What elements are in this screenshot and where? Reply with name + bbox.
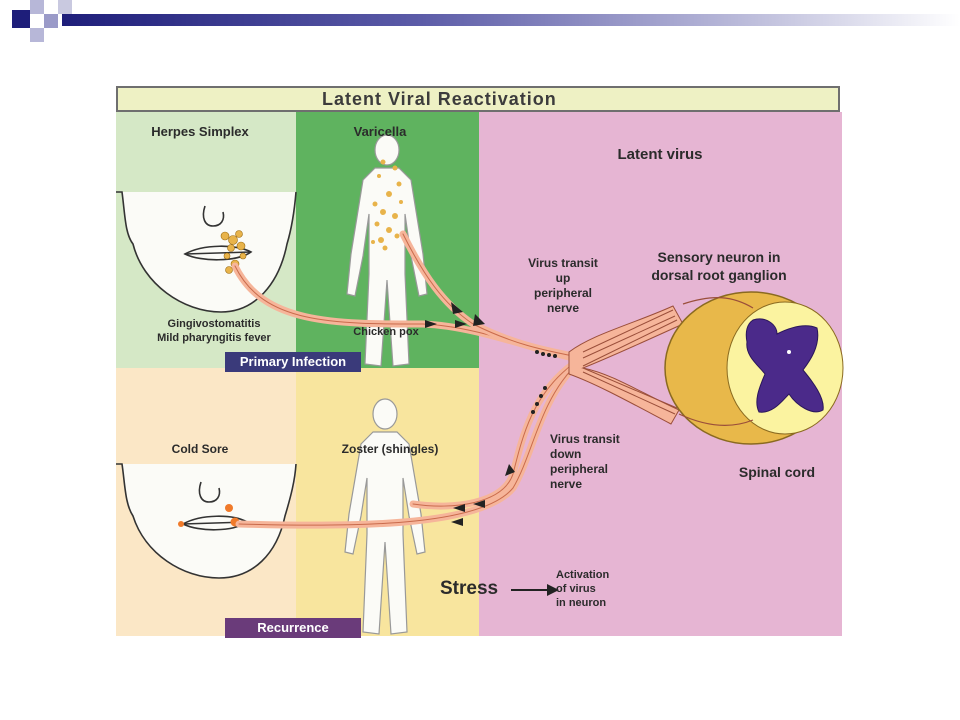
nerve-arrowheads [425, 302, 515, 526]
latent-viral-reactivation-figure: Primary Infection Recurrence [113, 84, 847, 638]
diagram-canvas [116, 112, 844, 636]
spinal-cord [664, 291, 844, 445]
transit-down-label: Virus transit down peripheral nerve [550, 432, 650, 492]
virions [531, 350, 557, 414]
stress-arrow [511, 584, 559, 596]
header-square [12, 10, 30, 28]
varicella-label: Varicella [353, 124, 407, 139]
face-primary [116, 191, 297, 323]
activation-line: Activation [556, 569, 610, 581]
header-square [44, 14, 58, 28]
sensory-neuron-label: Sensory neuron in dorsal root ganglion [626, 248, 812, 284]
cold-sore-label: Cold Sore [171, 442, 229, 456]
activation-label: Activation of virus in neuron [556, 568, 636, 610]
activation-line: of virus [556, 583, 596, 595]
slide-header-decoration [0, 0, 960, 50]
herpes-lesions [220, 230, 247, 274]
header-square [30, 0, 44, 14]
chicken-pox-label: Chicken pox [353, 326, 419, 338]
zoster-label: Zoster (shingles) [341, 442, 439, 456]
header-square [30, 28, 44, 42]
nerve-fibers [231, 230, 577, 529]
transit-up-line: Virus transit [528, 256, 598, 270]
spinal-cord-label: Spinal cord [738, 464, 816, 480]
recurrence-badge: Recurrence [225, 618, 361, 638]
sensory-neuron-line: Sensory neuron in [657, 249, 781, 265]
transit-down-line: peripheral [550, 462, 609, 476]
body-zoster [344, 398, 426, 635]
header-square [58, 0, 72, 14]
transit-down-line: Virus transit [550, 432, 620, 446]
transit-up-line: up [555, 271, 571, 285]
transit-up-line: nerve [546, 301, 580, 315]
latent-virus-label: Latent virus [617, 146, 703, 163]
figure-title: Latent Viral Reactivation [116, 86, 840, 112]
varicella-rash [371, 159, 403, 251]
header-gradient-bar [62, 14, 960, 26]
primary-infection-badge: Primary Infection [225, 352, 361, 372]
dorsal-root-ganglion [568, 305, 684, 425]
gingivostomatitis-label: Gingivostomatitis [167, 318, 261, 330]
transit-down-line: nerve [550, 477, 583, 491]
transit-up-label: Virus transit up peripheral nerve [508, 256, 618, 316]
activation-line: in neuron [556, 597, 607, 609]
mild-fever-label: Mild pharyngitis fever [157, 332, 271, 344]
herpes-simplex-label: Herpes Simplex [151, 124, 249, 139]
transit-down-line: down [550, 447, 582, 461]
sensory-neuron-line: dorsal root ganglion [651, 267, 787, 283]
face-recurrence [116, 463, 297, 584]
stress-label: Stress [440, 578, 499, 599]
transit-up-line: peripheral [533, 286, 593, 300]
